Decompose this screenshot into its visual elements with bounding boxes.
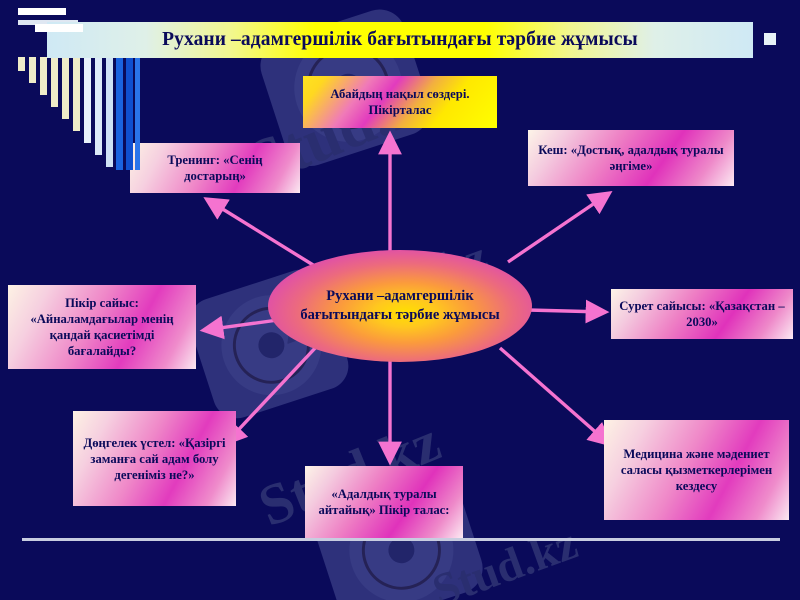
node-adaldyk-label: «Адалдық туралы айтайық» Пікір талас: [318, 487, 450, 517]
node-medicina[interactable]: Медицина және мәдениет саласы қызметкерл… [604, 420, 789, 520]
node-medicina-label: Медицина және мәдениет саласы қызметкерл… [620, 447, 773, 493]
node-trening-label: Тренинг: «Сенің достарың» [167, 153, 263, 183]
node-pikir-sayys-label: Пікір сайыс: «Айналамдағылар менің қанда… [30, 296, 174, 358]
arrow-to-trening [203, 197, 319, 270]
node-suret-sayysy-label: Сурет сайысы: «Қазақстан – 2030» [619, 299, 785, 329]
node-abai-label: Абайдың нақыл сөздері. Пікірталас [330, 87, 470, 117]
title-accent-left [35, 24, 83, 32]
slide-title-band: Рухани –адамгершілік бағытындағы тәрбие … [47, 22, 753, 58]
title-accent-right [764, 33, 776, 45]
node-suret-sayysy[interactable]: Сурет сайысы: «Қазақстан – 2030» [611, 289, 793, 339]
page-title: Рухани –адамгершілік бағытындағы тәрбие … [162, 29, 638, 50]
node-pikir-sayys[interactable]: Пікір сайыс: «Айналамдағылар менің қанда… [8, 285, 196, 369]
node-adaldyk[interactable]: «Адалдық туралы айтайық» Пікір талас: [305, 466, 463, 538]
arrow-to-suret [527, 299, 610, 324]
center-node[interactable]: Рухани –адамгершілік бағытындағы тәрбие … [268, 250, 532, 362]
center-node-label: Рухани –адамгершілік бағытындағы тәрбие … [300, 287, 500, 323]
node-kesh-label: Кеш: «Достық, адалдық туралы әңгіме» [538, 143, 724, 173]
arrow-to-dongelek [223, 343, 320, 446]
node-kesh[interactable]: Кеш: «Достық, адалдық туралы әңгіме» [528, 130, 734, 186]
node-dongelek-ustel-label: Дөңгелек үстел: «Қазіргі заманға сай ада… [83, 435, 226, 482]
arrow-to-medicina [498, 346, 613, 447]
arrow-to-kesh [507, 190, 613, 264]
node-abai[interactable]: Абайдың нақыл сөздері. Пікірталас [303, 76, 497, 128]
node-dongelek-ustel[interactable]: Дөңгелек үстел: «Қазіргі заманға сай ада… [73, 411, 236, 506]
bottom-divider [22, 538, 780, 541]
node-trening[interactable]: Тренинг: «Сенің достарың» [130, 143, 300, 193]
